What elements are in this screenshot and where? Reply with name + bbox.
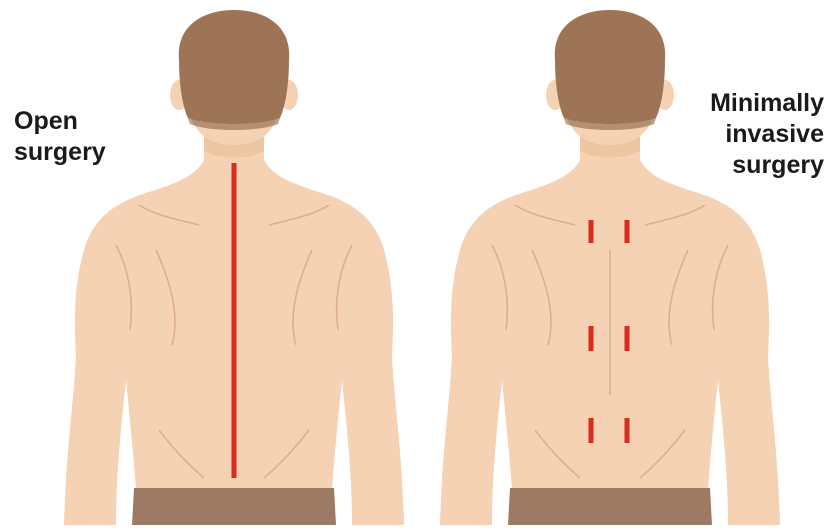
open-surgery-figure [64,10,404,525]
label-line: surgery [710,150,824,181]
label-line: Open [14,106,106,137]
minimally-invasive-surgery-label: Minimally invasive surgery [710,88,824,181]
label-line: invasive [710,119,824,150]
label-line: surgery [14,137,106,168]
open-surgery-label: Open surgery [14,106,106,168]
label-line: Minimally [710,88,824,119]
